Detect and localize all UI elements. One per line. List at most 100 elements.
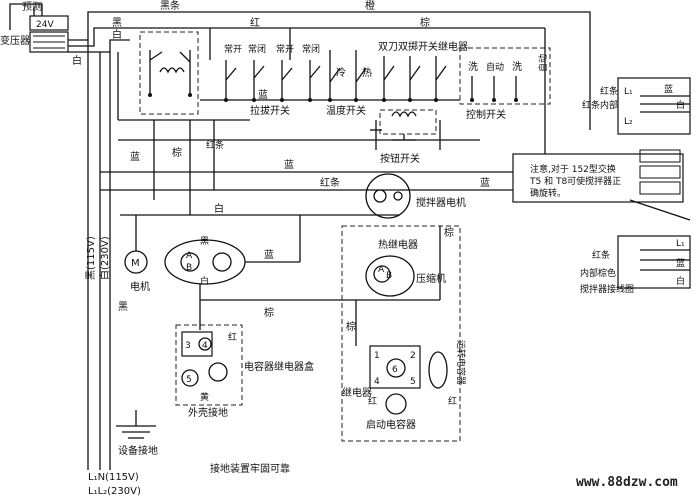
label-start-cap: 启动电容器 [366,418,416,431]
label-black-strip-top: 黑条 [160,0,180,12]
label-red-3: 红 [368,395,377,407]
label-brown-4: 棕 [444,226,454,239]
motor-m-label: M [131,258,140,269]
terminal-a-1: A [186,251,193,261]
label-motor: 电机 [130,280,150,293]
label-auto-2: 自动 [537,54,549,72]
control-switch: 洗 自动 洗 自动 控制开关 [459,47,551,121]
label-wash-1: 洗 [468,61,478,73]
label-run-cap: 运转电容器 [455,340,467,385]
inset-bottom-caption: 搅拌器接线图 [580,283,634,295]
inset-bottom-white: 白 [676,275,685,287]
label-black-top: 黑 [112,17,122,29]
label-white-3: 白 [214,202,224,215]
motor: M 电机 [124,215,150,293]
transformer: 24V 预测 变压器 白 [0,0,82,67]
relay-box [369,345,421,389]
inset-top-l1: L₁ [624,87,633,97]
label-black-3: 黑 [118,301,128,313]
label-orange: 橙 [365,0,375,12]
cap-relay-dashed-box [175,324,243,406]
label-yellow: 黄 [200,391,209,403]
terminal-3: 3 [185,341,191,351]
label-ground-note: 接地装置牢固可靠 [210,462,290,475]
note-line-3: 确旋转。 [530,187,566,199]
label-brown-3: 棕 [264,306,274,319]
label-wash-2: 洗 [512,61,522,73]
compressor-oval [365,255,415,297]
inset-bottom: 红条 L₁ 蓝 内部棕色 白 搅拌器接线图 [580,235,691,295]
inset-top-red-strip: 红条 [600,85,618,97]
label-compressor: 压缩机 [416,272,446,285]
inset-bottom-red-strip: 红条 [592,249,610,261]
label-equip-ground: 设备接地 [118,444,158,457]
label-relay: 继电器 [342,386,372,399]
label-l1l2-230v: L₁L₂(230V) [88,486,141,497]
label-brown-comp: 棕 [346,320,356,333]
inset-top-white: 白 [676,99,685,111]
run-capacitor [428,351,448,389]
temperature-switch: 冷 热 温度开关 [324,50,372,117]
label-24v: 24V [36,20,54,30]
terminal-a-2: A [378,265,385,275]
terminal-4b: 4 [374,377,380,387]
label-white-230v: 白(230V) [98,236,111,280]
label-changkai-1a: 常开 [224,43,242,55]
label-shell-ground: 外壳接地 [188,406,228,419]
note-line-2: T5 和 T8可使搅拌器正 [529,175,621,187]
terminal-6: 6 [392,365,398,375]
label-changkai-2: 常开 [276,43,294,55]
label-blue-5: 蓝 [264,249,274,261]
pull-switch-block [117,31,250,121]
label-blue-1: 蓝 [258,89,268,101]
label-button-switch: 按钮开关 [380,152,420,165]
cap-relay-box: 3 4 5 红 黄 电容器继电器盒 外壳接地 [175,324,314,419]
inset-top-inner: 红条内部 [582,99,618,111]
label-cap-relay-box: 电容器继电器盒 [244,360,314,373]
relay-dashed-box [139,31,199,115]
label-changbi-1: 常闭 [248,43,266,55]
label-white-top: 白 [112,28,122,41]
terminal-b-1: B [186,263,192,273]
watermark: www.88dzw.com [576,475,678,490]
inset-bottom-blue: 蓝 [676,257,685,269]
terminal-5b: 5 [410,377,416,387]
label-brown-top: 棕 [420,16,430,29]
label-yuzhi: 预测 [22,0,42,13]
label-red-strip-2: 红条 [320,176,340,189]
note-line-1: 注意,对于 152型交换 [530,163,616,175]
inset-bottom-l1: L₁ [676,239,685,249]
label-white-oval: 白 [200,275,209,287]
label-blue-3: 蓝 [284,159,294,171]
terminal-5: 5 [186,375,192,385]
label-red-top: 红 [250,16,260,29]
label-blue-4: 蓝 [480,177,490,189]
label-changbi-2: 常闭 [302,43,320,55]
agitator-motor: 搅拌器电机 [365,173,466,219]
equipment-ground: 设备接地 [116,410,158,457]
agitator-motor-circle [365,173,411,219]
button-switch-coil [391,111,417,118]
dpdt-relay: 双刀双掷开关继电器 [378,40,468,102]
label-dpdt-relay: 双刀双掷开关继电器 [378,40,468,53]
label-transformer: 变压器 [0,34,30,47]
top-bus: 黑条 黑 白 红 橙 棕 [68,0,591,110]
start-capacitor [385,393,407,415]
compressor-section: 热继电器 A B 压缩机 棕 棕 6 1 2 4 5 继电器 运转电容器 红 红… [341,225,467,442]
label-blue-2: 蓝 [130,151,140,163]
label-control-switch: 控制开关 [466,108,506,121]
terminal-2: 2 [410,351,416,361]
label-black-115v: 黑(115V) [85,236,97,280]
label-thermal-relay: 热继电器 [378,238,418,251]
compressor-dashed-box [341,225,461,442]
label-temp-switch: 温度开关 [326,104,366,117]
agitator-drawings [629,149,691,221]
label-pull-switch: 拉拔开关 [250,104,290,117]
label-black-oval: 黑 [200,236,209,247]
inset-top-blue: 蓝 [664,83,673,95]
label-red-strip-vert: 红条 [206,139,224,151]
relay-coil [159,67,185,74]
label-auto-1: 自动 [486,61,504,73]
button-switch: 按钮开关 [370,109,441,165]
